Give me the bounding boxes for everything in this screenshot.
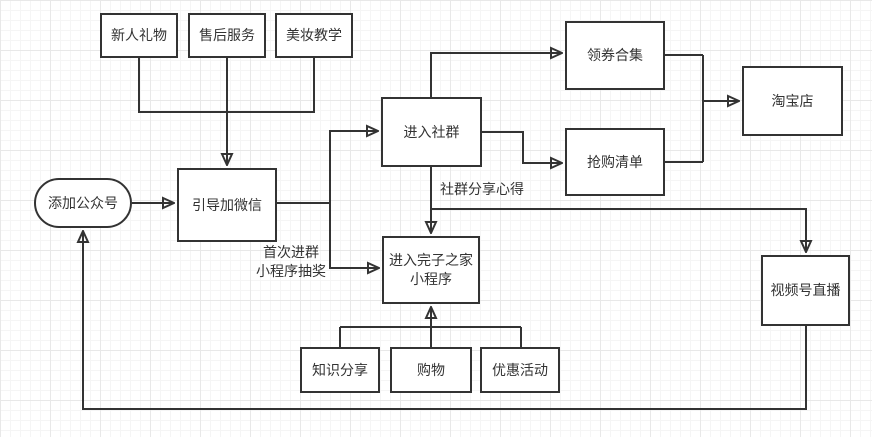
- node-coupon-collection[interactable]: 领券合集: [565, 21, 665, 90]
- node-promo-activities[interactable]: 优惠活动: [480, 347, 560, 393]
- node-enter-community[interactable]: 进入社群: [381, 97, 482, 167]
- node-new-user-gift[interactable]: 新人礼物: [100, 13, 178, 58]
- node-after-sales-service[interactable]: 售后服务: [188, 13, 266, 58]
- node-enter-wanzi-home-miniprogram[interactable]: 进入完子之家 小程序: [382, 236, 480, 304]
- node-knowledge-sharing[interactable]: 知识分享: [300, 347, 380, 393]
- edge-label-community-sharing[interactable]: 社群分享心得: [440, 181, 524, 197]
- node-rush-purchase-list[interactable]: 抢购清单: [565, 128, 665, 196]
- edge-label-first-join-lottery[interactable]: 首次进群 小程序抽奖: [256, 244, 326, 279]
- node-shopping[interactable]: 购物: [390, 347, 472, 393]
- edge-wechat-to-miniprogram[interactable]: [329, 203, 379, 268]
- edge-wechat-to-community[interactable]: [277, 131, 378, 204]
- node-taobao-store[interactable]: 淘宝店: [742, 66, 843, 136]
- edge-gift-to-merge[interactable]: [138, 58, 227, 113]
- node-video-channel-live[interactable]: 视频号直播: [761, 255, 850, 326]
- node-guide-add-wechat[interactable]: 引导加微信: [177, 168, 277, 242]
- edge-community-to-rushlist[interactable]: [482, 131, 562, 163]
- edge-video-loop-to-account[interactable]: [83, 231, 807, 410]
- node-beauty-teaching[interactable]: 美妆教学: [275, 13, 353, 58]
- edge-community-to-coupon[interactable]: [430, 53, 562, 97]
- node-add-official-account[interactable]: 添加公众号: [34, 178, 132, 228]
- edge-branch-to-video-live[interactable]: [431, 208, 806, 252]
- edge-beauty-to-merge[interactable]: [227, 58, 315, 113]
